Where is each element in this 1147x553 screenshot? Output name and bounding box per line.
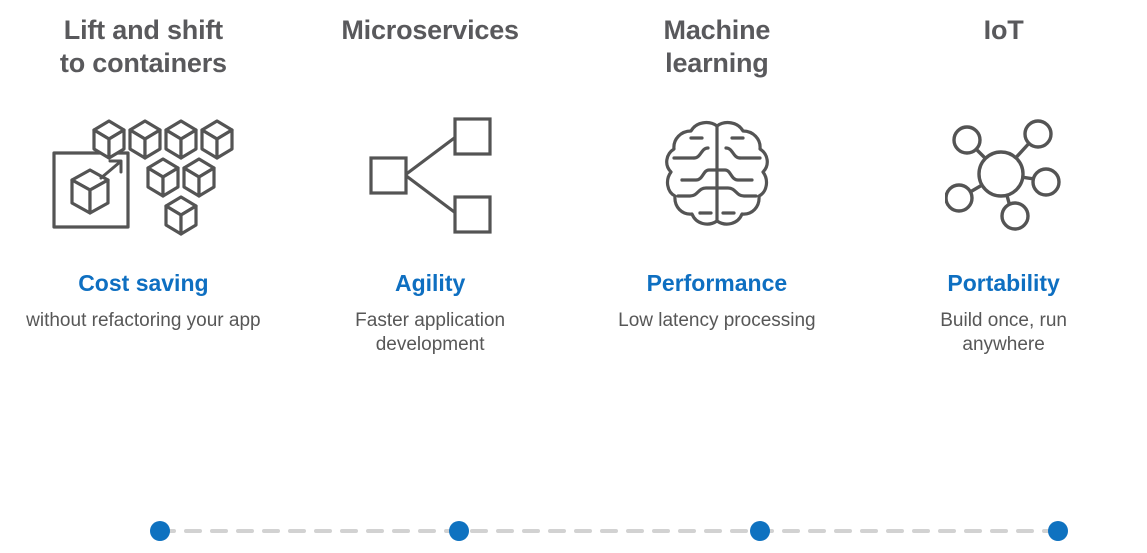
timeline-dot-3[interactable]	[750, 521, 770, 541]
benefit-title: Cost saving	[78, 270, 209, 296]
benefit-title: Portability	[947, 270, 1060, 296]
benefit-description: Build once, run anywhere	[940, 309, 1067, 355]
feature-column-iot[interactable]: IoT Port	[860, 0, 1147, 357]
benefit-title: Performance	[646, 270, 788, 296]
feature-columns: Lift and shift to containers	[0, 0, 1147, 357]
column-title: Microservices	[341, 15, 519, 45]
iot-hub-nodes-icon	[944, 100, 1063, 250]
benefit-description: Low latency processing	[618, 309, 816, 331]
containers-migration-icon	[48, 100, 238, 250]
column-title: Lift and shift to containers	[59, 15, 227, 78]
column-title: IoT	[983, 15, 1024, 45]
timeline-dot-2[interactable]	[449, 521, 469, 541]
microservices-nodes-icon	[365, 100, 495, 250]
feature-column-microservices[interactable]: Microservices Agility Faster application…	[287, 0, 574, 357]
benefit-description: Faster application development	[355, 309, 506, 355]
benefit-description: without refactoring your app	[26, 309, 261, 331]
benefit-title: Agility	[394, 270, 466, 296]
timeline-dot-4[interactable]	[1048, 521, 1068, 541]
brain-icon	[656, 100, 778, 250]
timeline-dot-1[interactable]	[150, 521, 170, 541]
progress-timeline	[0, 516, 1147, 548]
feature-column-machine-learning[interactable]: Machine learning	[574, 0, 861, 357]
feature-column-lift-and-shift[interactable]: Lift and shift to containers	[0, 0, 287, 357]
column-title: Machine learning	[663, 15, 771, 78]
